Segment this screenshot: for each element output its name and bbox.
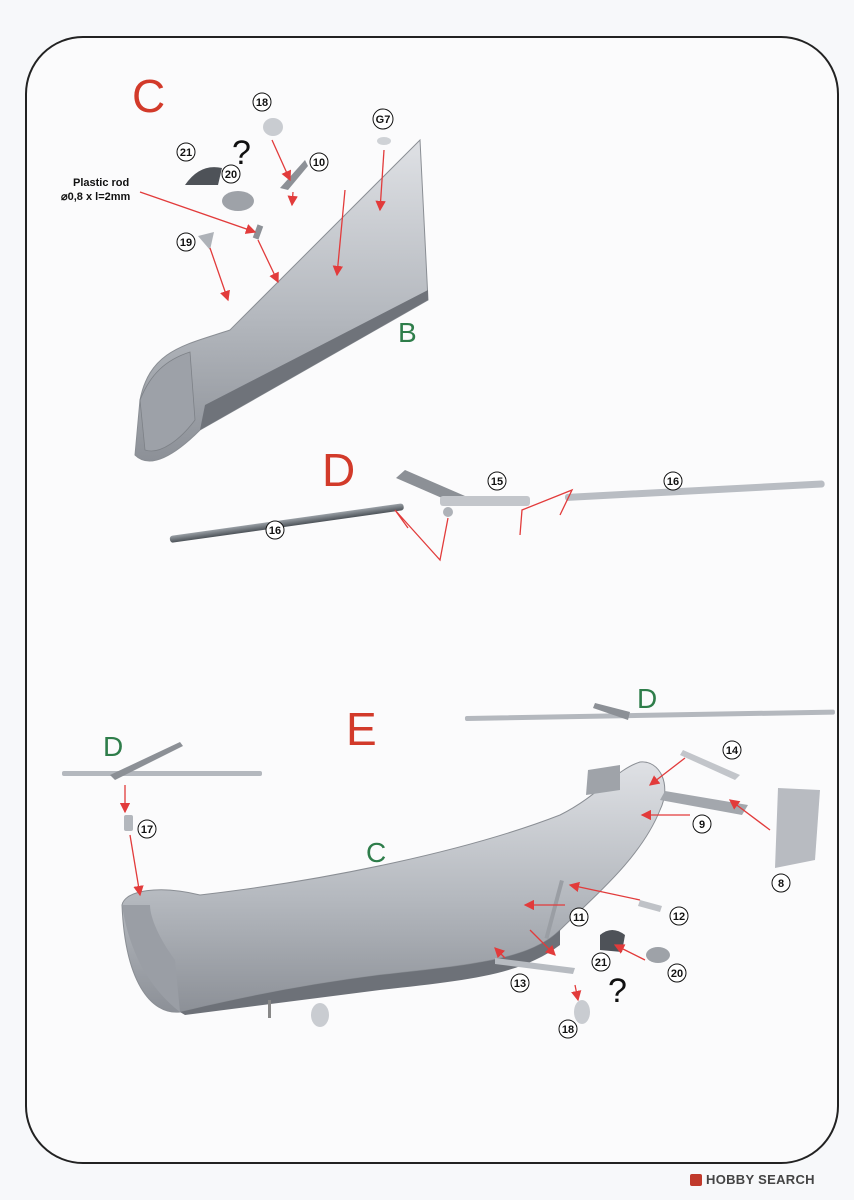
step-c: C 18 G7 21 20 10 19 ? Plastic rod ⌀0,8 x… bbox=[61, 70, 429, 462]
footer-watermark: HOBBY SEARCH bbox=[690, 1172, 815, 1187]
part-number-20: 20 bbox=[221, 164, 241, 184]
plastic-rod-note-line2: ⌀0,8 x l=2mm bbox=[61, 191, 131, 203]
svg-text:20: 20 bbox=[225, 169, 237, 181]
part-number-16-left: 16 bbox=[265, 520, 285, 540]
part-number-12: 12 bbox=[669, 906, 689, 926]
hobbysearch-logo-icon bbox=[690, 1173, 702, 1186]
step-c-letter: C bbox=[132, 70, 165, 122]
part-8-tail-fin bbox=[775, 788, 820, 868]
svg-text:G7: G7 bbox=[376, 114, 391, 126]
part-number-18: 18 bbox=[252, 92, 272, 112]
svg-text:16: 16 bbox=[269, 525, 281, 537]
part-9-stabilizer bbox=[660, 791, 748, 815]
part-number-17: 17 bbox=[137, 819, 157, 839]
part-number-9: 9 bbox=[692, 814, 712, 834]
svg-text:21: 21 bbox=[180, 147, 192, 159]
rotor-hub bbox=[440, 496, 530, 506]
sub-assembly-d-top-label: D bbox=[637, 683, 657, 714]
part-17-shape bbox=[124, 815, 133, 831]
part-14-shape bbox=[680, 750, 740, 780]
part-number-14: 14 bbox=[722, 740, 742, 760]
svg-text:16: 16 bbox=[667, 476, 679, 488]
step-d-letter: D bbox=[322, 444, 355, 496]
rotor-front bbox=[62, 771, 262, 776]
part-number-g7: G7 bbox=[372, 108, 394, 130]
part-number-10: 10 bbox=[309, 152, 329, 172]
nose-wheel bbox=[311, 1003, 329, 1027]
part-number-21-e: 21 bbox=[591, 952, 611, 972]
question-mark-e: ? bbox=[608, 972, 627, 1010]
svg-text:18: 18 bbox=[256, 97, 268, 109]
sub-assembly-d-left-label: D bbox=[103, 731, 123, 762]
svg-text:9: 9 bbox=[699, 819, 705, 831]
step-e: E D D C bbox=[62, 683, 835, 1039]
svg-text:13: 13 bbox=[514, 978, 526, 990]
svg-text:11: 11 bbox=[573, 912, 585, 924]
part-number-19: 19 bbox=[176, 232, 196, 252]
sub-assembly-c-label: C bbox=[366, 837, 386, 868]
footer-brand: HOBBY SEARCH bbox=[706, 1172, 815, 1187]
svg-text:12: 12 bbox=[673, 911, 685, 923]
part-number-15: 15 bbox=[487, 471, 507, 491]
svg-text:10: 10 bbox=[313, 157, 325, 169]
part-number-18-e: 18 bbox=[558, 1019, 578, 1039]
svg-text:20: 20 bbox=[671, 968, 683, 980]
part-number-16-right: 16 bbox=[663, 471, 683, 491]
part-19-shape bbox=[198, 232, 214, 250]
svg-text:8: 8 bbox=[778, 878, 784, 890]
part-number-8: 8 bbox=[771, 873, 791, 893]
fuselage-front bbox=[134, 138, 429, 462]
sub-assembly-b-label: B bbox=[398, 317, 417, 348]
svg-text:18: 18 bbox=[562, 1024, 574, 1036]
part-number-13: 13 bbox=[510, 973, 530, 993]
rotor-blade-right bbox=[564, 480, 825, 501]
rotor-top bbox=[464, 709, 835, 721]
svg-text:15: 15 bbox=[491, 476, 503, 488]
part-number-20-e: 20 bbox=[667, 963, 687, 983]
part-18-shape bbox=[263, 118, 283, 136]
part-number-11: 11 bbox=[569, 907, 589, 927]
part-20-shape-e bbox=[646, 947, 670, 963]
part-13-brace bbox=[495, 958, 575, 974]
plastic-rod-note-line1: Plastic rod bbox=[73, 177, 129, 189]
part-12-shape bbox=[638, 900, 662, 912]
part-g7-shape bbox=[377, 137, 391, 145]
step-e-letter: E bbox=[346, 703, 377, 755]
part-20-shape bbox=[222, 191, 254, 211]
part-11-strut bbox=[544, 879, 564, 939]
part-number-21: 21 bbox=[176, 142, 196, 162]
svg-text:19: 19 bbox=[180, 237, 192, 249]
part-21-shape bbox=[185, 167, 222, 185]
part-18-wheel bbox=[574, 1000, 590, 1024]
question-mark-c: ? bbox=[232, 134, 251, 172]
svg-text:14: 14 bbox=[726, 745, 739, 757]
part-10-shape bbox=[280, 160, 308, 190]
svg-text:17: 17 bbox=[141, 824, 153, 836]
step-d: D 15 16 16 bbox=[169, 444, 825, 562]
svg-text:21: 21 bbox=[595, 957, 607, 969]
rotor-blade-left bbox=[169, 503, 404, 543]
